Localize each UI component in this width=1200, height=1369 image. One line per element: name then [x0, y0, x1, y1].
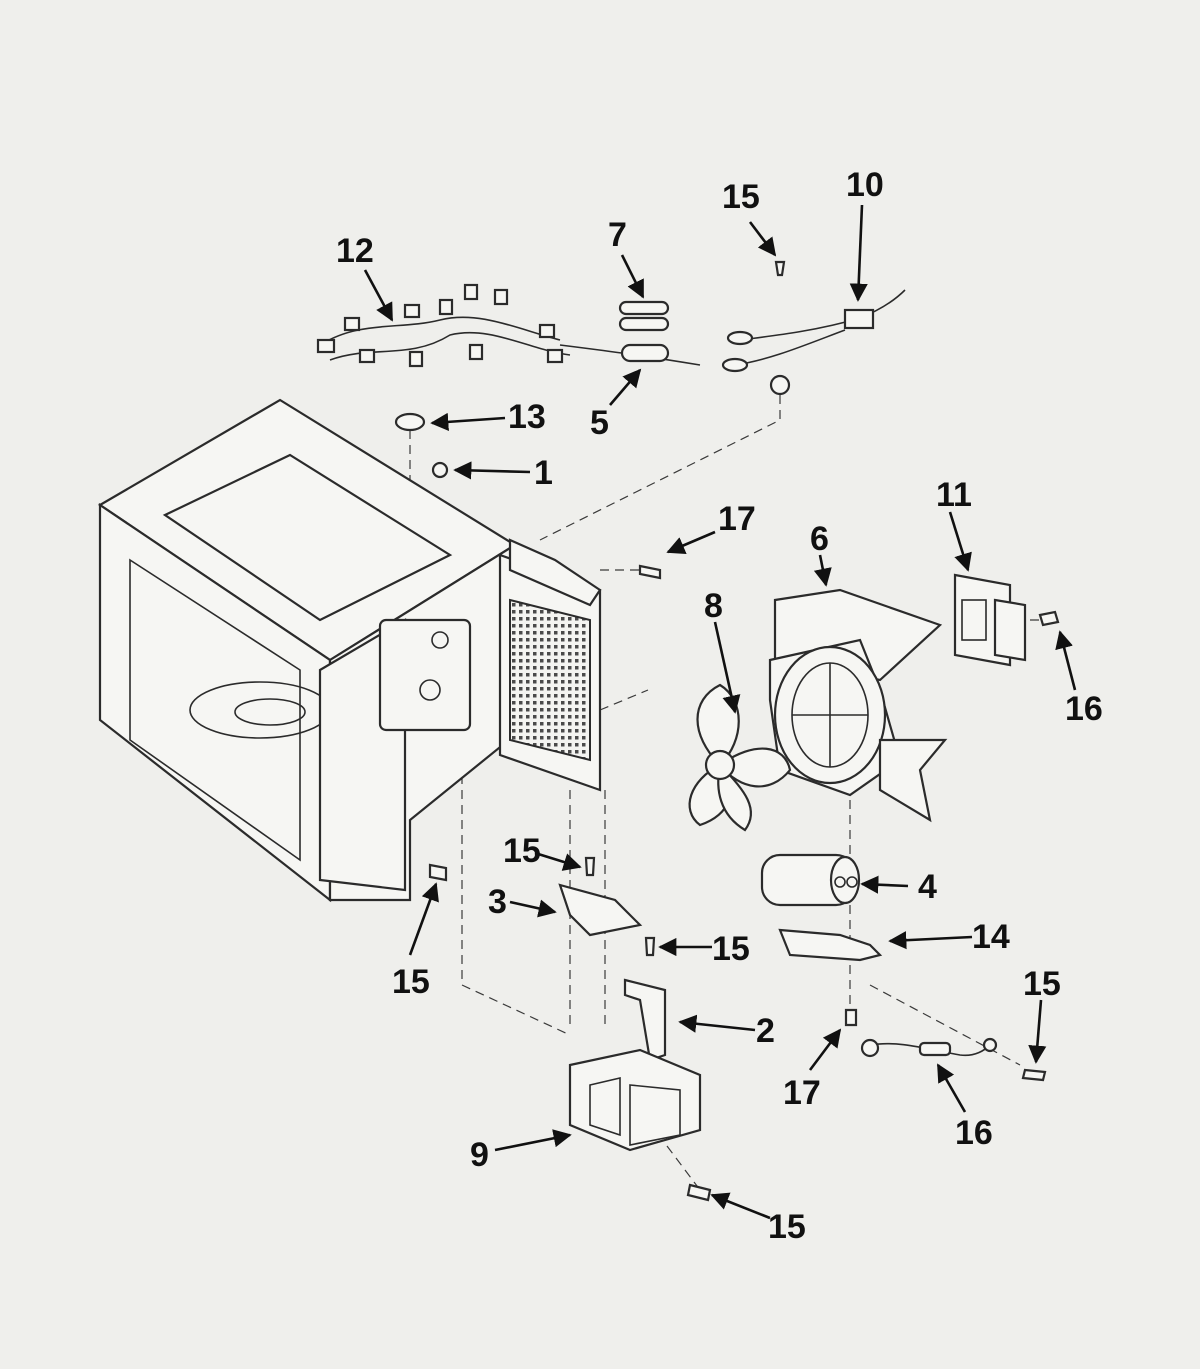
interlock-switch-bracket	[953, 573, 1060, 667]
thermostat	[394, 412, 449, 479]
callout-5: 5	[590, 404, 609, 442]
screw-17-upper	[638, 564, 662, 580]
fuse-set	[618, 300, 670, 363]
callout-10: 10	[846, 166, 884, 204]
callout-15: 15	[392, 963, 430, 1001]
callout-12: 12	[336, 232, 374, 270]
callout-7: 7	[608, 216, 627, 254]
leader-arrows	[363, 204, 1077, 1220]
callout-8: 8	[704, 587, 723, 625]
callout-6: 6	[810, 520, 829, 558]
callout-15: 15	[1023, 965, 1061, 1003]
callout-labels: 12 7 15 10 13 5 1 17 11 6 8 16 15 4 3 15…	[336, 166, 1103, 1246]
callout-15: 15	[712, 930, 750, 968]
callout-16: 16	[1065, 690, 1103, 728]
callout-15: 15	[722, 178, 760, 216]
air-duct-fan-housing	[768, 588, 948, 823]
callout-14: 14	[972, 918, 1010, 956]
callout-11: 11	[936, 476, 972, 514]
callout-9: 9	[470, 1136, 489, 1174]
high-voltage-diode	[844, 1008, 1047, 1082]
high-voltage-transformer	[568, 1048, 712, 1202]
callout-3: 3	[488, 883, 507, 921]
callout-13: 13	[508, 398, 546, 436]
oven-cavity-chassis	[97, 398, 602, 903]
callout-1: 1	[534, 454, 553, 492]
capacitor	[760, 853, 861, 907]
transformer-bracket	[623, 978, 667, 1062]
callout-15: 15	[768, 1208, 806, 1246]
power-cord	[721, 260, 906, 396]
callout-16: 16	[955, 1114, 993, 1152]
callout-15: 15	[503, 832, 541, 870]
mounting-bracket	[428, 856, 656, 957]
wire-harness	[316, 283, 701, 368]
callout-17: 17	[718, 500, 756, 538]
callout-17: 17	[783, 1074, 821, 1112]
callout-4: 4	[918, 868, 937, 906]
callout-2: 2	[756, 1012, 775, 1050]
capacitor-bracket	[778, 928, 883, 962]
